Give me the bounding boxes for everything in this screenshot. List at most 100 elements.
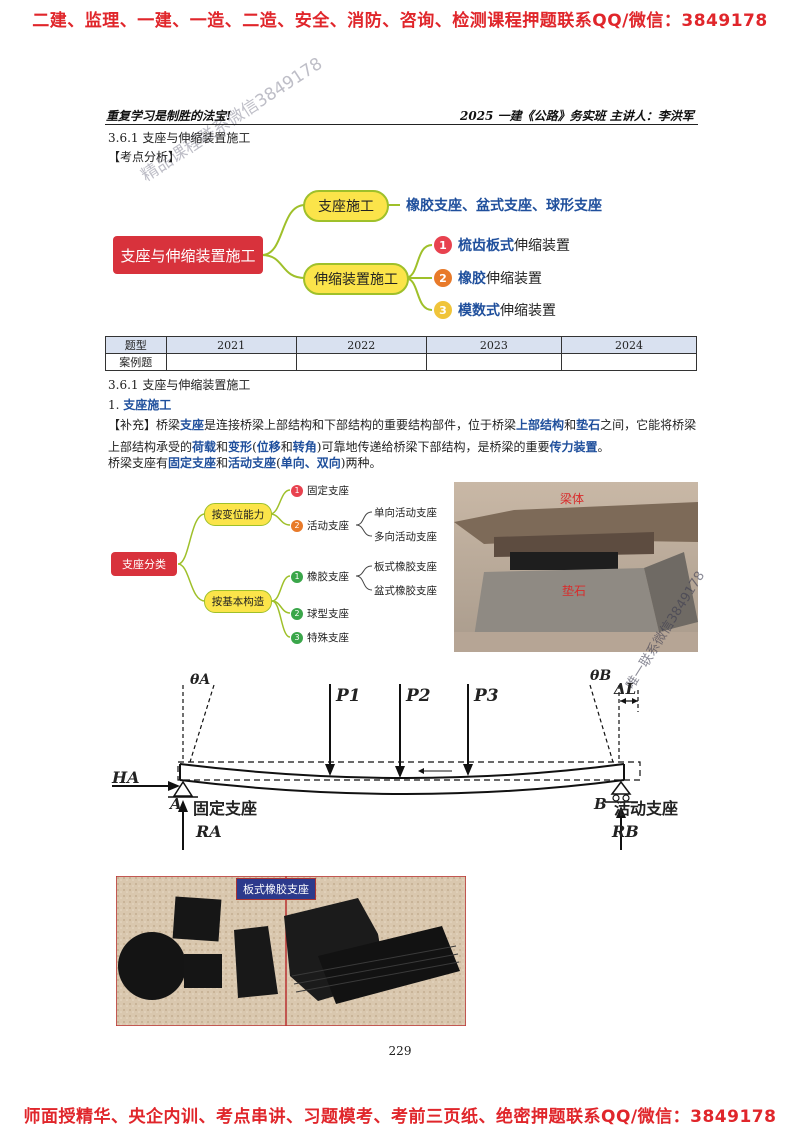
classification-item-label: 固定支座 [307, 485, 349, 497]
label-h-a: HA [112, 768, 140, 787]
expansion-item-type: 梳齿板式 [458, 238, 514, 254]
section2-title: 3.6.1 支座与伸缩装置施工 [108, 378, 251, 392]
header-right: 2025 一建《公路》务实班 主讲人：李洪军 [460, 109, 694, 123]
classification-root: 支座分类 [111, 552, 177, 576]
label-delta-l: ΔL [614, 680, 637, 698]
paragraph-supplement: 【补充】桥梁支座是连接桥梁上部结构和下部结构的重要结构部件，位于桥梁上部结构和垫… [108, 414, 698, 458]
classification-subitem: 盆式橡胶支座 [374, 583, 437, 598]
label-theta-a: θA [190, 672, 211, 688]
key-term: 活动支座 [228, 456, 277, 470]
photo-label-elastomeric: 板式橡胶支座 [236, 878, 316, 900]
photo-elastomeric-bearings [116, 876, 466, 1026]
classification-item-label: 活动支座 [307, 520, 349, 532]
photo-bearing-padstone [454, 482, 698, 652]
mindmap-branch-expansion: 伸缩装置施工 [303, 263, 409, 295]
paragraph-text: 桥梁支座有 [108, 456, 169, 470]
key-term: 上部结构 [516, 418, 565, 432]
classification-subitem: 多向活动支座 [374, 529, 437, 544]
label-load-2: P2 [406, 686, 431, 706]
paragraph-text: ( [252, 440, 257, 454]
classification-subitem-label: 单向活动支座 [374, 507, 437, 519]
label-theta-b: θB [590, 668, 612, 684]
group-displacement: 按变位能力 [204, 503, 272, 526]
bottom-banner: 师面授精华、央企内训、考点串讲、习题模考、考前三页纸、绝密押题联系QQ/微信：3… [23, 1107, 777, 1127]
section2-subtitle: 1. 支座施工 [108, 396, 171, 413]
label-movable-support: 活动支座 [614, 799, 679, 818]
classification-subitem-label: 盆式橡胶支座 [374, 585, 437, 597]
bearing-types-text: 橡胶支座、盆式支座、球形支座 [406, 198, 602, 214]
label-r-b: RB [612, 822, 639, 841]
subtitle-text: 支座施工 [123, 398, 172, 412]
mindmap-branch-bearing: 支座施工 [303, 190, 389, 222]
expansion-item-suffix: 伸缩装置 [514, 238, 570, 254]
header-left: 重复学习是制胜的法宝! [106, 109, 232, 123]
paragraph-text: 和 [564, 418, 577, 432]
analysis-label: 【考点分析】 [108, 150, 181, 164]
label-load-3: P3 [474, 686, 499, 706]
subtitle-number: 1. [108, 398, 120, 412]
key-term: 传力装置 [549, 440, 598, 454]
table-cell: 案例题 [105, 353, 167, 371]
expansion-item: 2 橡胶伸缩装置 [434, 268, 542, 288]
classification-item: 1 固定支座 [291, 483, 349, 498]
table-row: 案例题 [105, 353, 698, 371]
classification-item: 3 特殊支座 [291, 630, 349, 645]
expansion-item-label: 橡胶伸缩装置 [458, 268, 542, 288]
paragraph-text: 和 [216, 440, 229, 454]
mindmap-root: 支座与伸缩装置施工 [113, 236, 263, 274]
paragraph-text: )可靠地传递给桥梁下部结构，是桥梁的重要 [316, 440, 550, 454]
key-term: 固定支座 [168, 456, 217, 470]
photo-label-padstone: 垫石 [562, 584, 587, 598]
expansion-item-type: 模数式 [458, 303, 500, 319]
expansion-item-label: 模数式伸缩装置 [458, 300, 556, 320]
paragraph-text: 是连接桥梁上部结构和下部结构的重要结构部件，位于桥梁 [204, 418, 517, 432]
key-term: 支座 [180, 418, 205, 432]
page-number: 229 [388, 1044, 412, 1058]
expansion-item-suffix: 伸缩装置 [500, 303, 556, 319]
number-badge: 2 [434, 269, 452, 287]
paragraph-text: ( [276, 456, 281, 470]
classification-subitem-label: 多向活动支座 [374, 531, 437, 543]
paragraph-text: 。 [597, 440, 610, 454]
photo-label-beam: 梁体 [560, 492, 585, 506]
section1-title: 3.6.1 支座与伸缩装置施工 [108, 131, 251, 145]
key-term: 位移 [256, 440, 281, 454]
key-term: 单向、双向 [280, 456, 341, 470]
classification-subitem-label: 板式橡胶支座 [374, 561, 437, 573]
paragraph-bearing-types: 桥梁支座有固定支座和活动支座(单向、双向)两种。 [108, 452, 698, 474]
paragraph-text: 和 [280, 440, 293, 454]
classification-subitem: 单向活动支座 [374, 505, 437, 520]
classification-item: 2 活动支座 [291, 518, 349, 533]
beam-support-diagram [112, 684, 641, 850]
number-badge: 1 [291, 484, 303, 497]
table-header-cell: 2023 [425, 336, 562, 354]
classification-connectors [177, 489, 373, 638]
label-load-1: P1 [336, 686, 361, 706]
key-term: 垫石 [576, 418, 601, 432]
classification-subitem: 板式橡胶支座 [374, 559, 437, 574]
group-structure: 按基本构造 [204, 590, 272, 613]
label-r-a: RA [196, 822, 222, 841]
header-rule [105, 124, 698, 125]
label-fixed-support: 固定支座 [193, 799, 258, 818]
paragraph-text: )两种。 [340, 456, 382, 470]
number-badge: 3 [291, 631, 303, 644]
table-cell [560, 353, 698, 371]
classification-item-label: 特殊支座 [307, 632, 349, 644]
key-term: 变形 [228, 440, 253, 454]
paragraph-text: 之间，它能将桥梁上部结构承受的 [108, 418, 697, 454]
classification-item-label: 橡胶支座 [307, 571, 349, 583]
expansion-item-type: 橡胶 [458, 271, 486, 287]
label-point-a: A [170, 795, 182, 813]
table-header-cell: 2021 [165, 336, 297, 354]
classification-item-label: 球型支座 [307, 608, 349, 620]
number-badge: 2 [291, 607, 303, 620]
label-point-b: B [594, 795, 607, 813]
number-badge: 2 [291, 519, 303, 532]
table-cell [295, 353, 427, 371]
paragraph-text: 和 [216, 456, 229, 470]
